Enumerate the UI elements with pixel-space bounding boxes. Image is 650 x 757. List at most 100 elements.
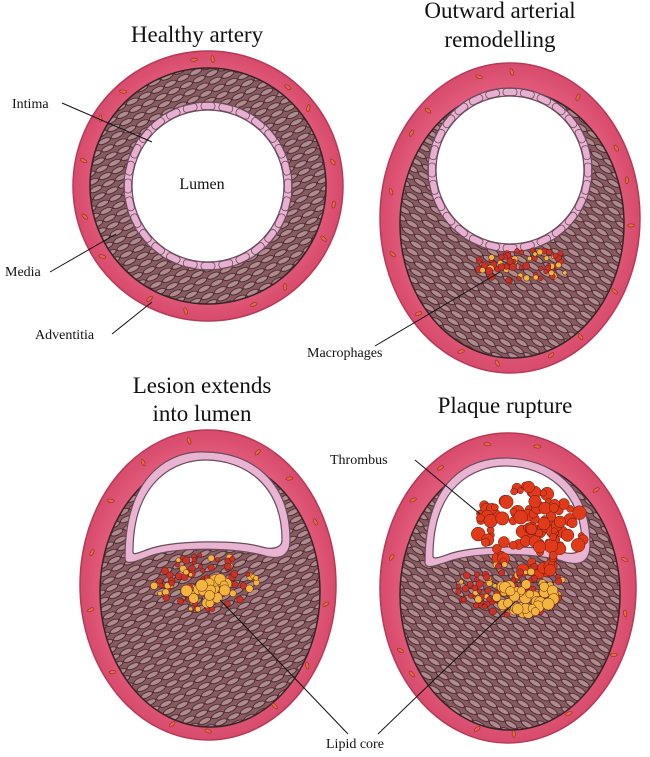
macrophage-cell xyxy=(548,269,555,276)
macrophage-cell xyxy=(175,557,181,563)
endothelial-cell xyxy=(139,129,152,143)
thrombus-cell xyxy=(561,528,575,542)
panel-title-rupture: Plaque rupture xyxy=(438,393,573,418)
thrombus-cell xyxy=(525,523,538,535)
adventitia-cell xyxy=(623,609,628,618)
lipid-droplet xyxy=(180,584,193,597)
thrombus-cell xyxy=(510,487,518,496)
thrombus-cell xyxy=(572,505,587,520)
adventitia-cell xyxy=(611,288,618,295)
panel-outward-remodelling: Outward arterial remodelling Macrophages xyxy=(307,0,641,374)
macrophage-cell xyxy=(245,584,254,593)
adventitia-cell xyxy=(284,84,292,90)
macrophage-cell xyxy=(523,274,530,282)
endothelial-cell xyxy=(434,196,446,212)
endothelial-cell xyxy=(281,160,291,176)
lipid-core-label: Lipid core xyxy=(326,737,384,752)
macrophage-cell xyxy=(231,581,239,588)
endothelial-cell xyxy=(434,128,446,144)
endothelial-cell xyxy=(574,128,586,144)
thrombus-cell xyxy=(533,540,546,554)
macrophage-cell xyxy=(150,581,158,590)
macrophage-cell xyxy=(168,580,175,587)
adventitia-cell xyxy=(169,721,176,728)
macrophage-cell xyxy=(466,581,474,588)
adventitia-cell xyxy=(146,295,153,302)
endothelial-cell xyxy=(264,129,277,143)
adventitia-cell xyxy=(250,302,258,307)
endothelial-cell xyxy=(139,229,152,243)
adventitia-cell xyxy=(329,158,336,166)
macrophage-cell xyxy=(489,607,497,616)
endothelial-cell xyxy=(428,162,436,178)
endothelial-cell xyxy=(454,224,469,238)
adventitia-cell xyxy=(547,352,555,359)
thrombus-cell xyxy=(537,517,551,531)
adventitia-cell xyxy=(98,114,103,123)
lipid-droplet xyxy=(516,586,526,596)
endothelial-cell xyxy=(502,88,518,96)
adventitia-cell xyxy=(80,158,88,164)
endothelial-cell xyxy=(485,241,501,251)
thrombus-cell xyxy=(550,527,558,535)
endothelial-cell xyxy=(182,103,198,113)
thrombus-cell xyxy=(513,510,528,525)
adventitia-cell xyxy=(414,311,423,316)
adventitia-cell xyxy=(533,444,542,449)
adventitia-cell xyxy=(457,349,465,354)
endothelial-cell xyxy=(151,242,165,255)
adventitia-cell xyxy=(306,104,311,112)
endothelial-cell xyxy=(485,89,501,99)
macrophage-cell xyxy=(495,562,502,570)
thrombus-cell xyxy=(492,544,502,554)
macrophage-cell xyxy=(531,255,538,262)
macrophage-cell xyxy=(229,555,236,562)
adventitia-cell xyxy=(87,607,95,613)
endothelial-cell xyxy=(551,102,566,116)
macrophage-cell xyxy=(245,572,251,577)
macrophage-cluster xyxy=(475,247,568,285)
macrophage-cell xyxy=(474,595,483,604)
endothelial-cell xyxy=(536,234,552,246)
endothelial-cell xyxy=(251,117,265,130)
endothelial-cell xyxy=(182,259,198,269)
endothelial-cell xyxy=(468,94,484,106)
adventitia-cell xyxy=(89,548,95,557)
lipid-droplet xyxy=(521,579,532,590)
adventitia-cell xyxy=(511,730,516,738)
adventitia-cell xyxy=(409,497,417,503)
thrombus-cell xyxy=(522,480,535,493)
thrombus-cell xyxy=(548,551,558,560)
macrophage-cell xyxy=(526,256,533,262)
macrophage-cell xyxy=(162,594,170,602)
intima-leader xyxy=(61,102,153,143)
adventitia-cell xyxy=(119,89,127,94)
thrombus-cell xyxy=(528,494,542,508)
thrombus-cell xyxy=(483,513,498,528)
macrophage-cell xyxy=(475,579,484,588)
macrophage-cell xyxy=(555,261,562,269)
lipid-core-leader-left xyxy=(219,599,349,735)
macrophage-cell xyxy=(532,274,539,281)
macrophage-cell xyxy=(476,588,482,594)
macrophage-cell xyxy=(529,247,536,253)
adventitia-cell xyxy=(108,670,117,675)
macrophage-cell xyxy=(207,564,215,572)
macrophage-cell xyxy=(503,611,510,618)
endothelial-cell xyxy=(574,196,586,212)
endothelial-cell xyxy=(166,108,181,120)
macrophages-label: Macrophages xyxy=(307,346,382,361)
endothelial-cell xyxy=(442,114,456,129)
macrophage-cell xyxy=(498,569,506,577)
adventitia-cell xyxy=(424,107,432,114)
endothelial-cell xyxy=(442,211,456,226)
macrophage-cell xyxy=(455,588,462,595)
thrombus-cell xyxy=(549,533,557,541)
adventitia-cell xyxy=(388,553,395,561)
endothelial-cell xyxy=(584,162,592,178)
thrombus-cell xyxy=(540,489,547,497)
macrophages-leader xyxy=(374,271,501,347)
thrombus-cell xyxy=(538,501,552,515)
macrophage-cell xyxy=(177,598,184,605)
